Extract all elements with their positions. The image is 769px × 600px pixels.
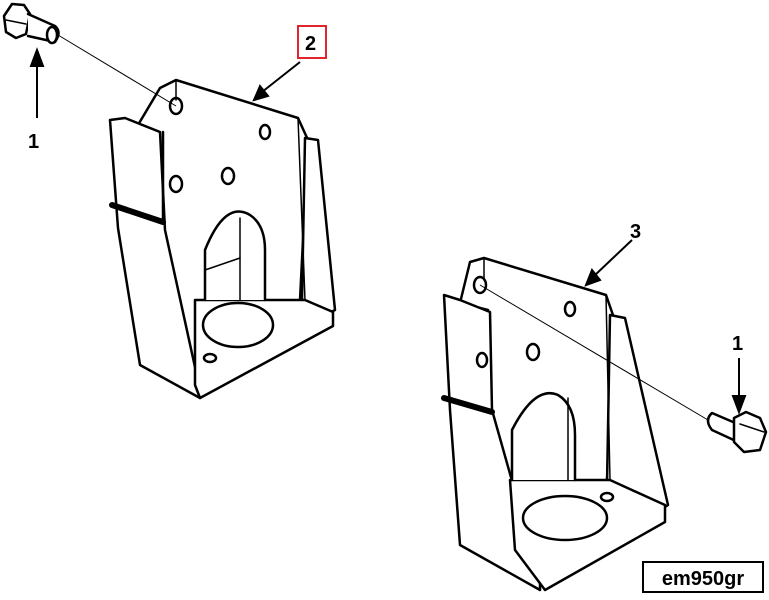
callout-bolt-left: 1 (28, 131, 39, 153)
callout-bracket-left: 2 (305, 33, 316, 55)
callout-bracket-right: 3 (630, 221, 641, 243)
arrow-diag-icon (252, 84, 270, 102)
assembly-line-right (479, 284, 709, 421)
bolt-right (706, 410, 768, 454)
arrow-up-icon (29, 47, 45, 67)
bracket-left-right-wall (300, 136, 337, 320)
bracket-right-slot (510, 392, 577, 482)
highlight-box (297, 25, 327, 59)
drawing-code-box (642, 561, 764, 593)
bracket-left-base-hole (201, 301, 275, 349)
bracket-right (441, 256, 670, 592)
assembly-line-left (57, 34, 177, 107)
arrow-diag-icon (584, 268, 602, 287)
callout-bolt-right: 1 (732, 333, 743, 355)
bolt-left (2, 2, 60, 45)
bolt-right-shank (706, 411, 742, 444)
bracket-left-slot (203, 210, 267, 302)
bolt-right-head (732, 410, 768, 454)
bracket-left (108, 78, 337, 400)
arrow-down-icon (731, 395, 747, 415)
bracket-right-base-hole (521, 494, 609, 542)
drawing-code: em950gr (662, 568, 744, 590)
